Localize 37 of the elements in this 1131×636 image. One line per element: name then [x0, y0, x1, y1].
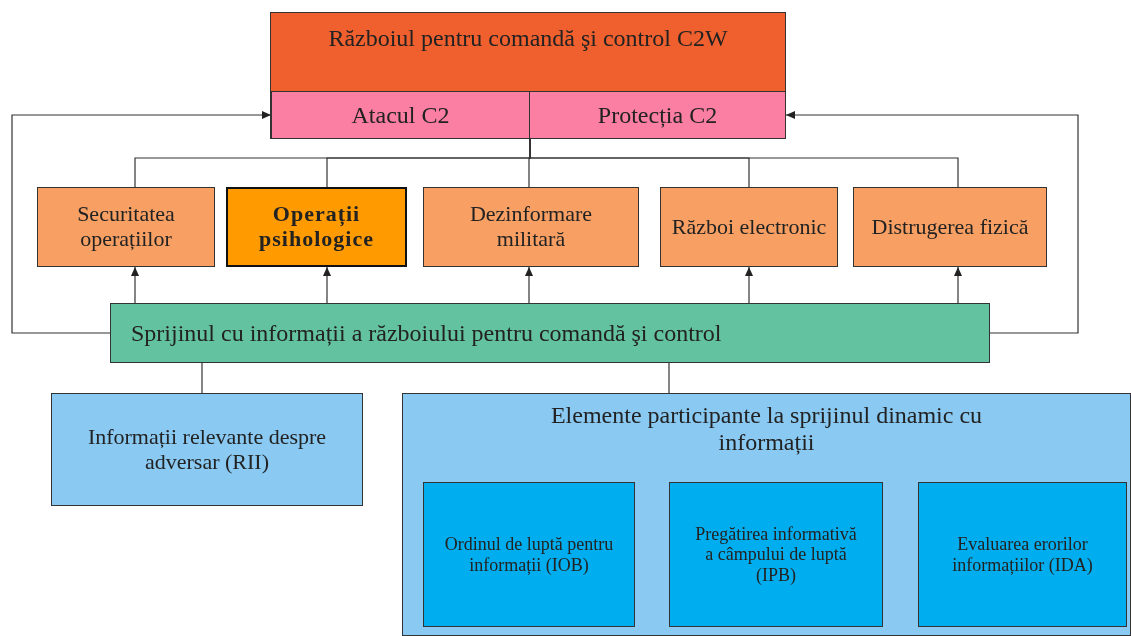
process-box	[110, 303, 990, 363]
process-box	[226, 187, 407, 267]
node-label: Război electronic	[671, 214, 827, 240]
process-box	[271, 91, 530, 139]
node-label: Distrugerea fizică	[871, 214, 1029, 240]
process-box	[529, 91, 786, 139]
arrow	[745, 266, 753, 304]
node-label: Pregătirea informativă a câmpului de luptă (IPB)	[694, 524, 858, 585]
node-label: Sprijinul cu informații a războiului pentru comandă şi control	[131, 319, 722, 347]
node-label: Securitatea operațiilor	[76, 202, 176, 252]
arrow	[954, 266, 962, 304]
group-box	[270, 12, 786, 139]
node-label: Războiul pentru comandă şi control C2W	[328, 25, 728, 52]
process-box	[423, 187, 639, 267]
node-label: Informații relevante despre adversar (RII)	[86, 424, 328, 475]
node-label: Elemente participante la sprijinul dinamic cu informații	[549, 402, 984, 456]
process-box	[423, 482, 635, 627]
node-label: Dezinformare militară	[468, 202, 594, 252]
node-label: Operații psihologice	[258, 202, 375, 252]
arrow	[525, 266, 533, 304]
process-box	[918, 482, 1127, 627]
node-label: Atacul C2	[351, 101, 450, 129]
arrow	[323, 266, 331, 304]
group-box	[402, 393, 1131, 636]
node-label: Protecția C2	[597, 101, 718, 129]
arrow	[785, 111, 1079, 334]
connector-line	[668, 362, 670, 394]
process-box	[669, 482, 883, 627]
process-box	[51, 393, 363, 506]
node-label: Ordinul de luptă pentru informații (IOB)	[444, 534, 614, 575]
process-box	[853, 187, 1047, 267]
node-label: Evaluarea erorilor informațiilor (IDA)	[951, 534, 1094, 575]
process-box	[37, 187, 215, 267]
arrow	[11, 111, 272, 334]
connector-line	[201, 362, 203, 394]
process-box	[660, 187, 838, 267]
arrow	[131, 266, 139, 304]
